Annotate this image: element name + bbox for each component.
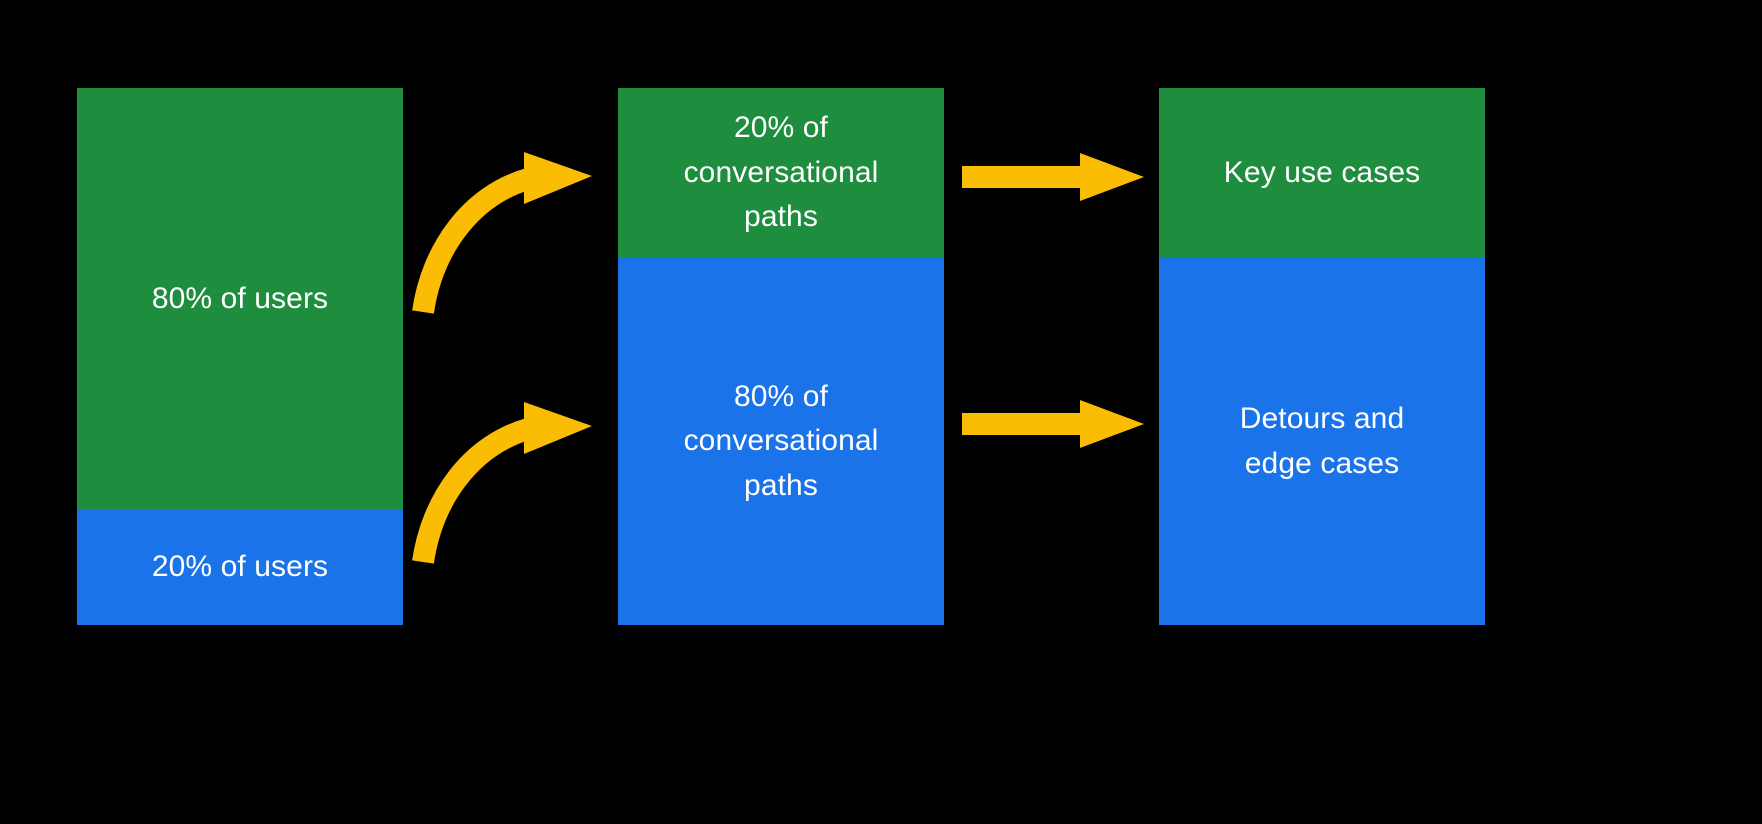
segment-key-use-cases: Key use cases bbox=[1159, 88, 1485, 258]
segment-label: 80% of conversational paths bbox=[683, 379, 879, 502]
segment-80-percent-conversational-paths: 80% of conversational paths bbox=[618, 258, 944, 625]
segment-detours-and-edge-cases: Detours and edge cases bbox=[1159, 258, 1485, 625]
use-cases-bar: Key use cases Detours and edge cases bbox=[1159, 88, 1485, 625]
curved-arrow-users-to-paths-top bbox=[412, 152, 592, 314]
conversational-paths-bar: 20% of conversational paths 80% of conve… bbox=[618, 88, 944, 625]
segment-20-percent-users: 20% of users bbox=[77, 510, 403, 625]
user-distribution-bar: 80% of users 20% of users bbox=[77, 88, 403, 625]
segment-label: Detours and edge cases bbox=[1239, 402, 1405, 480]
segment-20-percent-conversational-paths: 20% of conversational paths bbox=[618, 88, 944, 258]
segment-80-percent-users: 80% of users bbox=[77, 88, 403, 510]
straight-arrow-paths-to-cases-top bbox=[962, 153, 1144, 201]
segment-label: Key use cases bbox=[1223, 155, 1421, 189]
segment-label: 20% of conversational paths bbox=[683, 111, 879, 234]
segment-label: 20% of users bbox=[151, 550, 329, 584]
straight-arrow-paths-to-cases-bottom bbox=[962, 400, 1144, 448]
segment-label: 80% of users bbox=[151, 281, 329, 315]
curved-arrow-users-to-paths-bottom bbox=[412, 402, 592, 564]
